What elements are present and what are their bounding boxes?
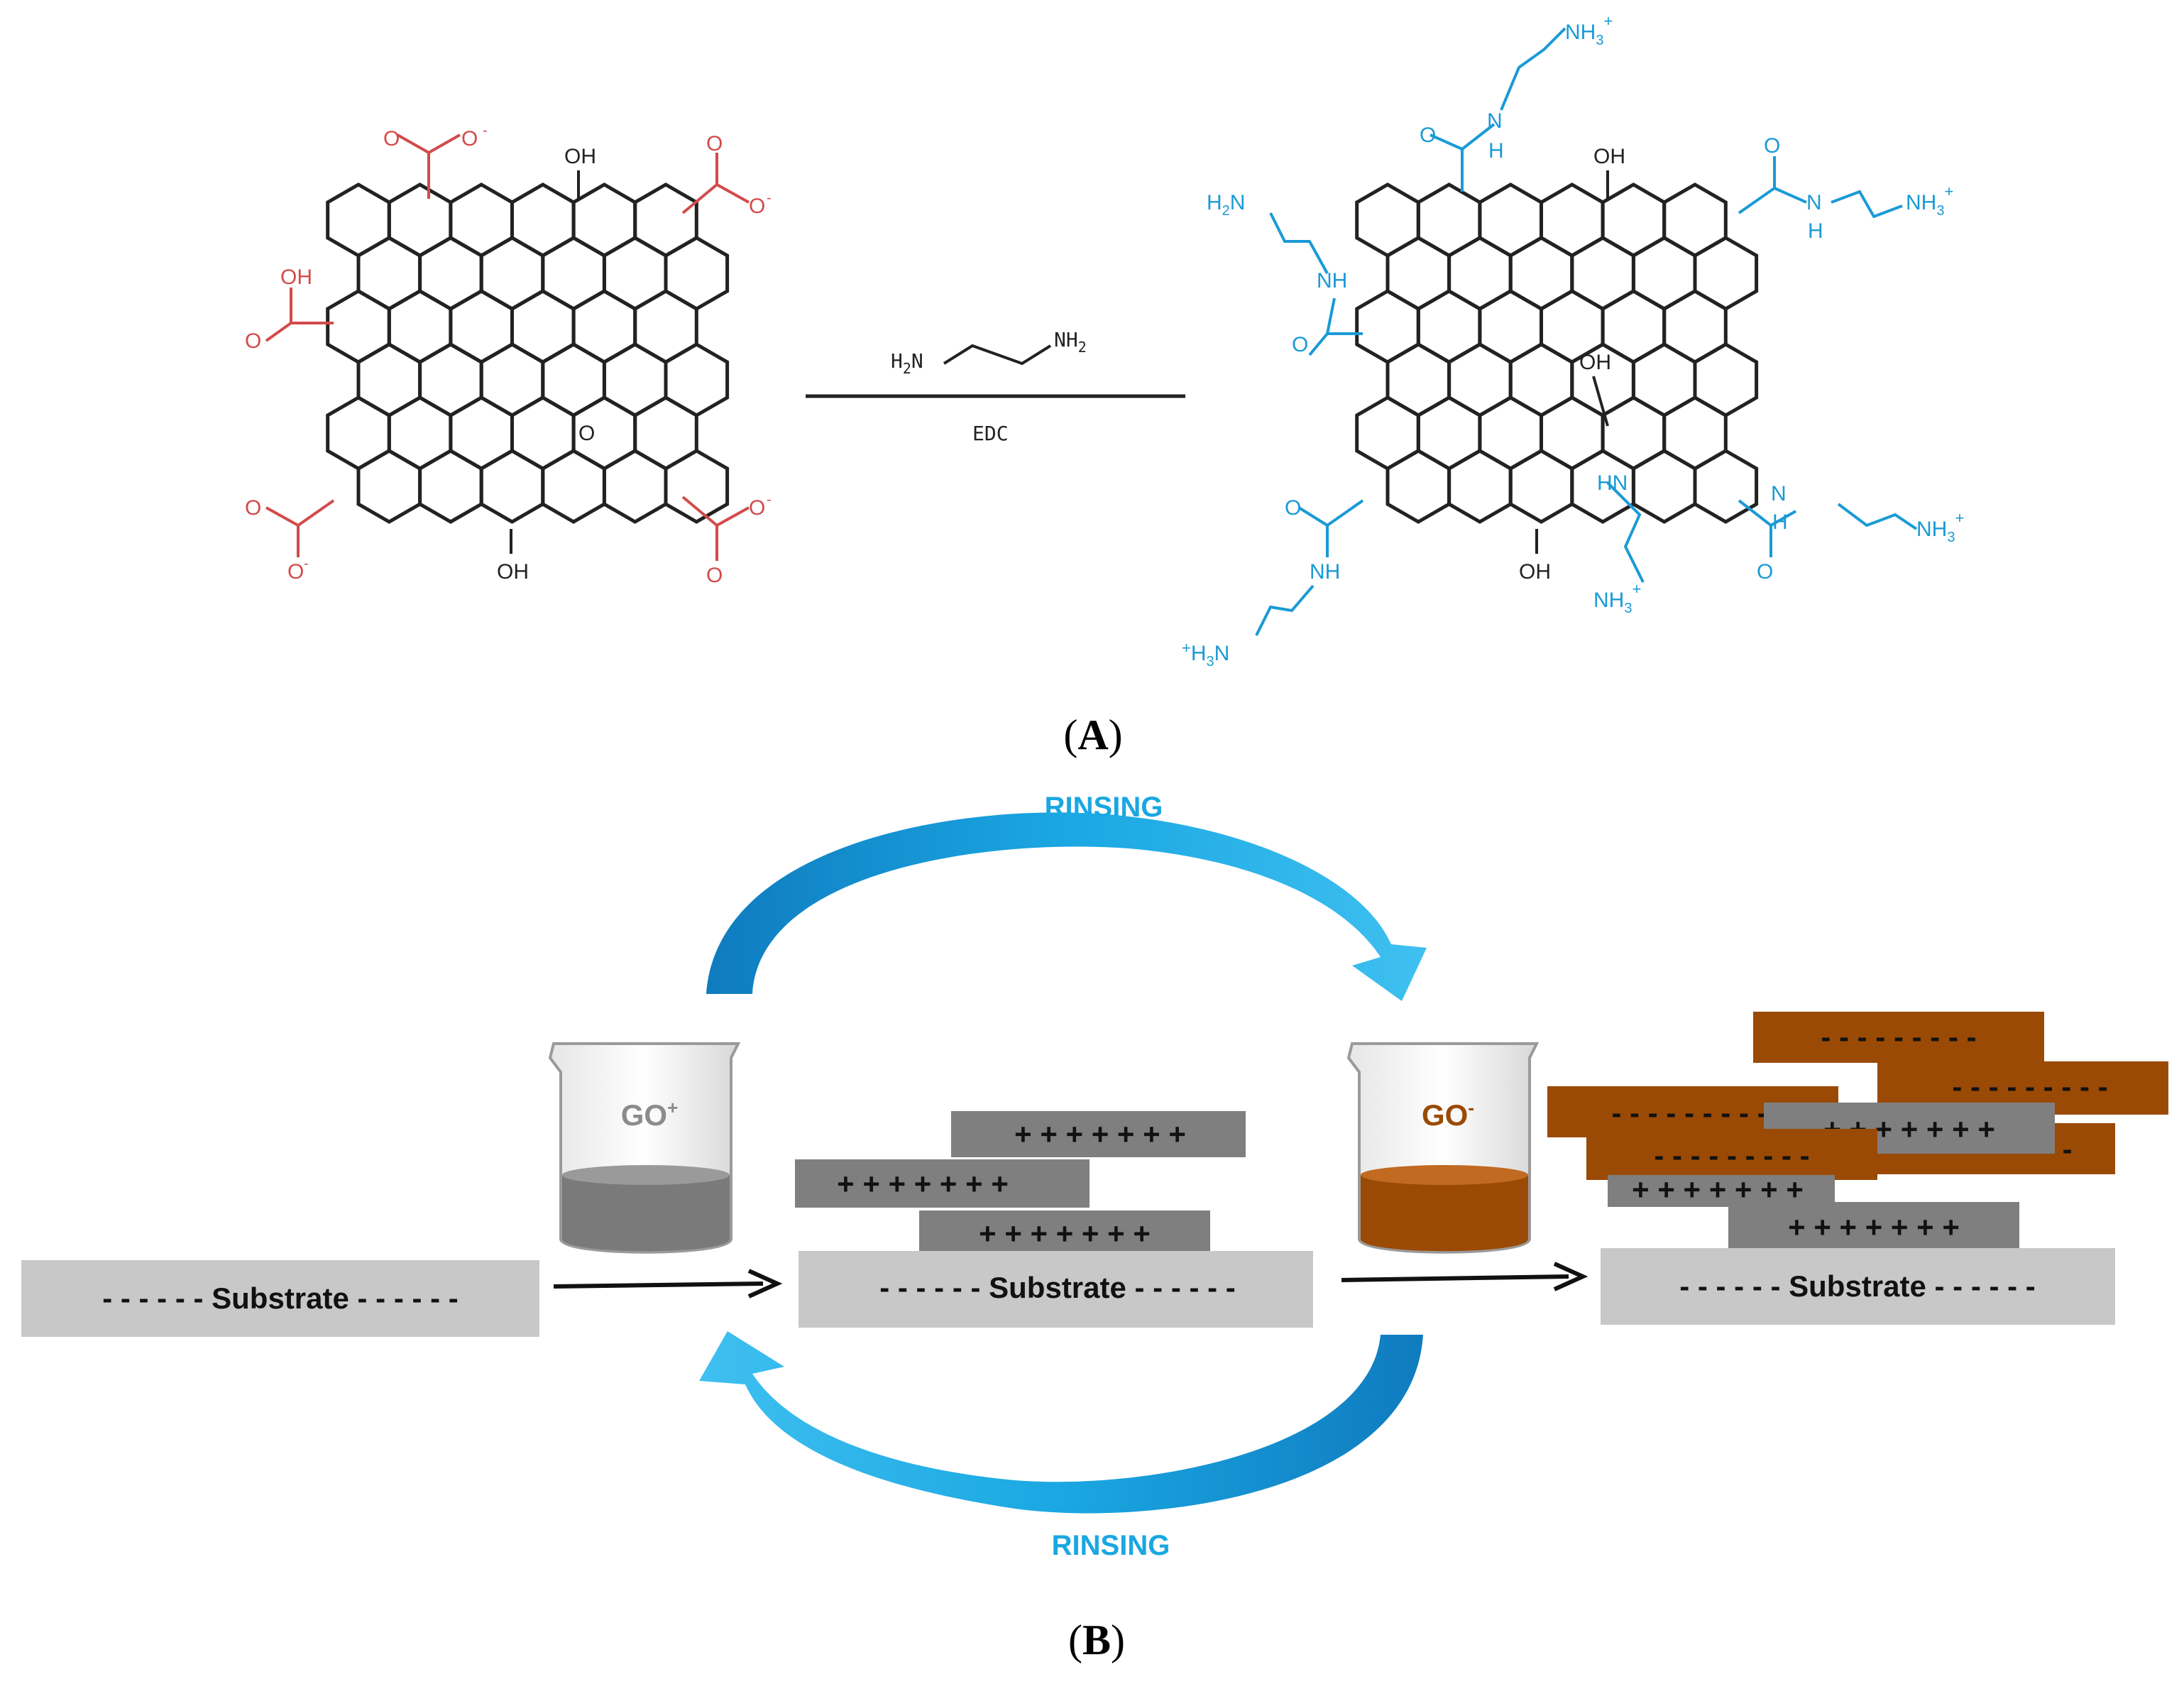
amide-n-label: N	[1806, 191, 1822, 214]
hexagon-lattice-left	[326, 182, 730, 524]
negative-layer-label: - - - - - - - - -	[1654, 1139, 1809, 1172]
negative-layer-label: - - - - - - - - -	[1821, 1020, 1976, 1054]
hexagon-ring	[479, 449, 545, 524]
carbonyl-o-label: O	[245, 496, 261, 520]
reagent-h2n: H2N	[891, 349, 923, 377]
hexagon-ring	[1385, 449, 1452, 524]
hexagon-ring	[356, 449, 422, 524]
hexagon-ring	[541, 449, 606, 524]
carboxylate-o-label: O	[287, 560, 304, 584]
carboxylate-o-label: O	[461, 127, 478, 151]
carbonyl-o-label: O	[1292, 333, 1308, 356]
minus-sign: -	[483, 123, 488, 138]
rinse-arrow-bottom	[699, 1331, 1423, 1514]
negative-layer-label: - - - - - - - - -	[1952, 1070, 2107, 1103]
substrate-label: - - - - - - Substrate - - - - - -	[1679, 1269, 2036, 1303]
reagent-nh2: NH2	[1054, 328, 1087, 356]
right-oh-bonds	[1535, 170, 1609, 554]
hydroxyl-label: OH	[1593, 145, 1625, 168]
minus-sign: -	[767, 492, 772, 508]
positive-layer-label: + + + + + + +	[1632, 1173, 1804, 1206]
transfer-arrow-2	[1341, 1262, 1588, 1291]
panel-a-label: (A)	[1063, 711, 1122, 758]
substrate-label: - - - - - - Substrate - - - - - -	[879, 1271, 1236, 1304]
oh-bonds	[510, 170, 580, 554]
hydroxyl-label: OH	[497, 560, 529, 584]
hexagon-ring	[1447, 449, 1513, 524]
minus-sign: -	[304, 556, 309, 572]
graphene-oxide-molecule	[326, 182, 730, 524]
ammonium-label: NH3+	[1565, 12, 1613, 48]
carbonyl-o-label: O	[706, 132, 723, 155]
substrate-label: - - - - - - Substrate - - - - - -	[102, 1281, 459, 1315]
carbonyl-o-label: O	[706, 564, 723, 587]
rinse-arrow-top	[706, 812, 1427, 1001]
amide-h-label: H	[1772, 510, 1788, 534]
carbonyl-o-label: O	[383, 127, 400, 151]
amine-hn-label: HN	[1597, 471, 1628, 495]
hydroxyl-label: OH	[280, 266, 312, 289]
substrate-bare: - - - - - - Substrate - - - - - -	[21, 1260, 539, 1337]
amide-n-label: N	[1487, 109, 1503, 133]
rinsing-label-top: RINSING	[1045, 792, 1163, 823]
carbonyl-o-label: O	[245, 329, 261, 353]
amide-h-label: H	[1488, 139, 1504, 163]
carbonyl-o-label: O	[1757, 560, 1773, 584]
multilayer-stack: - - - - - - - - - - - - - - - - - - - - …	[1547, 1012, 2168, 1325]
ammonium-label: NH3+	[1906, 182, 1953, 219]
amide-nh-label: NH	[1310, 560, 1340, 584]
amide-chains	[1255, 27, 1918, 636]
amide-nh-label: NH	[1317, 269, 1347, 293]
ammonium-label: +H3N	[1182, 639, 1229, 669]
hexagon-ring	[418, 449, 483, 524]
hexagon-lattice-right	[1355, 182, 1759, 524]
amide-n-label: N	[1771, 482, 1787, 505]
reaction-condition: EDC	[972, 422, 1009, 445]
amide-labels: O N H NH3+ O N H NH3+ H2N NH O O NH +H3N…	[1182, 12, 1964, 669]
carboxylate-o-label: O	[749, 496, 765, 520]
ammonium-label: NH3+	[1916, 509, 1964, 545]
hexagon-ring	[1631, 449, 1697, 524]
beaker-label-positive: GO+	[621, 1097, 679, 1132]
rinsing-label-bottom: RINSING	[1052, 1530, 1170, 1561]
hexagon-ring	[664, 449, 730, 524]
beaker-go-negative: GO-	[1346, 1042, 1540, 1254]
ammonium-label: NH3+	[1593, 580, 1641, 616]
left-black-labels: OH OH O	[497, 145, 596, 584]
beaker-label-negative: GO-	[1422, 1097, 1474, 1132]
panel-b-label: (B)	[1068, 1617, 1125, 1663]
positive-layer-label: + + + + + + +	[1788, 1210, 1960, 1244]
panel-a: O O - O O - OH O O O - O - O OH OH O	[245, 12, 1964, 758]
hydroxyl-label: OH	[564, 145, 596, 168]
hexagon-ring	[602, 449, 668, 524]
epoxide-o-label: O	[578, 422, 595, 445]
amine-graphene-molecule	[1355, 182, 1759, 524]
transfer-arrow-1	[553, 1269, 783, 1299]
hexagon-ring	[1508, 449, 1574, 524]
right-black-labels: OH OH OH	[1519, 145, 1625, 584]
amide-h-label: H	[1808, 219, 1823, 243]
reaction-arrow: H2N NH2 EDC	[806, 328, 1185, 445]
substrate-positive-stack: + + + + + + + + + + + + + + + + + + + + …	[795, 1111, 1313, 1328]
positive-layer-label: + + + + + + +	[1014, 1117, 1186, 1151]
panel-b: RINSING RINSING - - - - - - Substrate - …	[21, 792, 2168, 1663]
carbonyl-o-label: O	[1420, 124, 1436, 147]
negative-layer-label: - - - - - - - - -	[1611, 1096, 1767, 1130]
amine-label: H2N	[1207, 191, 1245, 219]
hydroxyl-label: OH	[1579, 351, 1611, 374]
minus-sign: -	[767, 190, 772, 206]
carbonyl-o-label: O	[1764, 134, 1780, 158]
beaker-go-positive: GO+	[548, 1042, 741, 1254]
carbonyl-o-label: O	[1285, 496, 1301, 520]
carboxyl-groups	[265, 133, 750, 561]
carboxyl-labels: O O - O O - OH O O O - O - O	[245, 123, 772, 587]
positive-layer-label: + + + + + + +	[837, 1167, 1009, 1201]
positive-layer-label: + + + + + + +	[979, 1217, 1151, 1250]
hexagon-ring	[1693, 449, 1759, 524]
carboxylate-o-label: O	[749, 195, 765, 218]
hydroxyl-label: OH	[1519, 560, 1551, 584]
